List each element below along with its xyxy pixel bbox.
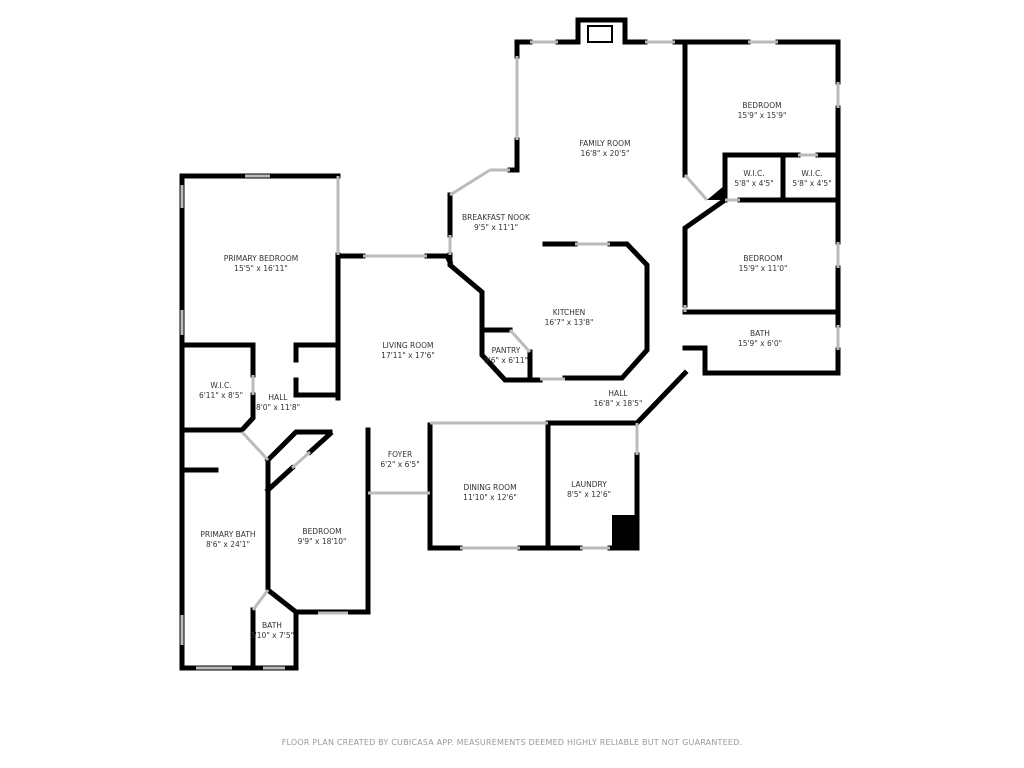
windows-and-openings [180, 40, 840, 670]
room-name: HALL [268, 393, 288, 402]
room-dims: 15'9" x 15'9" [737, 111, 787, 120]
room-label-wic-primary: W.I.C.6'11" x 8'5" [199, 381, 243, 401]
room-name: PANTRY [491, 346, 521, 355]
room-dims: 8'6" x 24'1" [205, 540, 251, 549]
room-name: BEDROOM [743, 254, 783, 263]
room-name: DINING ROOM [463, 483, 517, 492]
room-name: W.I.C. [801, 169, 823, 178]
room-dims: 6'11" x 8'5" [198, 391, 244, 400]
room-dims: 17'11" x 17'6" [381, 351, 435, 360]
room-name: PRIMARY BATH [200, 530, 256, 539]
room-name: W.I.C. [210, 381, 232, 390]
room-dims: 8'5" x 12'6" [566, 490, 612, 499]
room-dims: 15'9" x 6'0" [737, 339, 783, 348]
room-dims: 9'9" x 18'10" [297, 537, 347, 546]
room-dims: 5'8" x 4'5" [734, 179, 774, 188]
room-dims: 16'8" x 18'5" [593, 399, 643, 408]
room-label-wic-1: W.I.C.5'8" x 4'5" [734, 169, 773, 189]
room-name: LIVING ROOM [382, 341, 434, 350]
room-dims: 11'10" x 12'6" [463, 493, 517, 502]
room-dims: 8'6" x 6'11" [483, 356, 529, 365]
footer-disclaimer: FLOOR PLAN CREATED BY CUBICASA APP. MEAS… [281, 738, 743, 747]
room-name: BEDROOM [742, 101, 782, 110]
room-dims: 15'5" x 16'11" [234, 264, 288, 273]
room-name: FOYER [387, 450, 413, 459]
room-dims: 6'2" x 6'5" [380, 460, 420, 469]
room-dims: 8'0" x 11'8" [255, 403, 301, 412]
room-dims: 16'7" x 13'8" [544, 318, 594, 327]
room-name: BEDROOM [302, 527, 342, 536]
room-name: BREAKFAST NOOK [462, 213, 530, 222]
room-name: BATH [262, 621, 282, 630]
room-name: LAUNDRY [571, 480, 607, 489]
room-dims: 3'10" x 7'5" [249, 631, 295, 640]
solid-blocks [587, 25, 725, 550]
room-label-wic-2: W.I.C.5'8" x 4'5" [792, 169, 831, 189]
room-dims: 9'5" x 11'1" [473, 223, 519, 232]
room-name: BATH [750, 329, 770, 338]
room-name: FAMILY ROOM [579, 139, 631, 148]
room-name: W.I.C. [743, 169, 765, 178]
room-name: PRIMARY BEDROOM [223, 254, 299, 263]
room-dims: 16'8" x 20'5" [580, 149, 630, 158]
room-name: KITCHEN [552, 308, 586, 317]
room-dims: 5'8" x 4'5" [792, 179, 832, 188]
room-name: HALL [608, 389, 628, 398]
room-dims: 15'9" x 11'0" [738, 264, 788, 273]
